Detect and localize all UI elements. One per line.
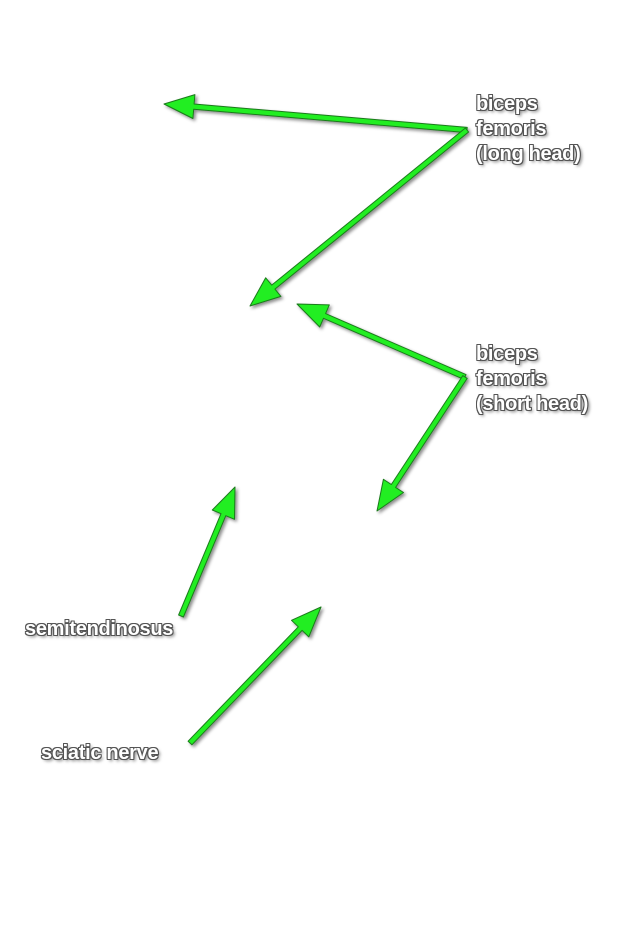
label-line: sciatic nerve (41, 742, 159, 764)
label-line: femoris (476, 118, 547, 140)
arrow-biceps-long-lower (249, 127, 470, 307)
arrow-biceps-long-upper (163, 94, 468, 134)
label-line: (long head) (476, 143, 581, 165)
label-line: semitendinosus (25, 618, 174, 640)
arrow-biceps-short-lower (376, 375, 468, 512)
label-sciatic-nerve: sciatic nerve (41, 741, 159, 766)
label-line: (short head) (476, 393, 588, 415)
label-biceps-femoris-short-head: biceps femoris (short head) (476, 342, 588, 417)
arrow-sciatic-nerve (187, 606, 322, 746)
label-line: biceps (476, 343, 538, 365)
arrow-biceps-short-upper (296, 303, 467, 380)
label-semitendinosus: semitendinosus (25, 617, 173, 642)
label-biceps-femoris-long-head: biceps femoris (long head) (476, 92, 581, 167)
label-line: biceps (476, 93, 538, 115)
arrow-semitendinosus (178, 486, 236, 618)
label-line: femoris (476, 368, 547, 390)
